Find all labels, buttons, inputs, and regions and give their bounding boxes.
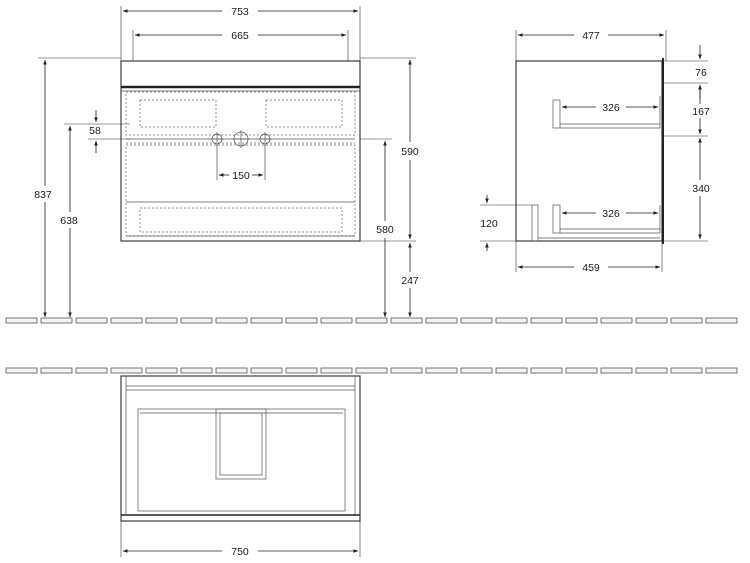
floor-plank [460,317,493,324]
floor-plank [635,317,668,324]
label-siphon-height: 120 [480,218,498,230]
label-inner-depth: 459 [582,262,600,274]
label-top-offset: 76 [695,67,707,79]
front-tap-right-symbol [258,132,272,146]
floor-plank [145,317,178,324]
label-total-height: 837 [34,189,52,201]
floor-plank [355,367,388,374]
floor-plank [670,317,703,324]
label-side-depth: 477 [582,30,600,42]
floor-plank [390,317,423,324]
floor-plank [670,367,703,374]
floor-plank [5,317,38,324]
floor-plank [530,317,563,324]
dim-upper-drawer-depth: 326 [561,102,659,114]
dim-height-to-drawer: 638 [60,123,88,318]
dim-overall-width: 753 [120,6,361,61]
label-upper-drawer-height: 167 [692,106,710,118]
top-siphon-cutout [215,408,267,480]
front-upper-drawer-handle-left [139,99,217,128]
label-top-width: 750 [231,546,249,558]
floor-plank [320,367,353,374]
label-upper-drawer-depth: 326 [602,102,620,114]
dim-lower-drawer-height: 340 [663,137,710,242]
side-view: 477 76 167 340 326 [480,30,710,274]
dim-siphon-height: 120 [480,195,532,251]
dim-top-width: 750 [120,521,361,558]
floor-plank [600,317,633,324]
floor-plank [75,367,108,374]
floor-plank [40,317,73,324]
front-cabinet-outline [120,60,361,242]
floor-plank [600,367,633,374]
floor-plank [320,317,353,324]
front-lower-drawer-handle [139,207,343,233]
label-overall-width: 753 [231,6,249,18]
dim-upper-drawer-height: 167 [663,84,710,137]
dim-waste-height: 580 [360,138,394,318]
label-inner-width: 665 [231,30,249,42]
floor-line-bottom [5,367,738,374]
floor-plank [180,317,213,324]
dim-tap-spacing: 150 [216,145,266,182]
top-view: 750 [120,375,361,558]
front-upper-drawer [125,91,356,136]
floor-plank [5,367,38,374]
floor-plank [705,317,738,324]
top-cabinet-outline [120,375,361,522]
floor-plank [705,367,738,374]
floor-plank [110,367,143,374]
dim-cabinet-height: 590 [360,57,419,242]
front-view: 753 665 58 150 [34,6,419,318]
floor-line-top [5,317,738,324]
floor-plank [145,367,178,374]
floor-plank [180,367,213,374]
front-lower-drawer [125,144,356,237]
floor-plank [495,317,528,324]
side-upper-drawer [552,96,661,129]
floor-plank [285,317,318,324]
dim-floor-clearance: 247 [401,242,419,318]
label-lower-drawer-depth: 326 [602,208,620,220]
front-waste-symbol [232,130,250,148]
label-cabinet-height: 590 [401,146,419,158]
floor-plank [635,367,668,374]
top-drawer-interior [137,408,346,512]
dim-side-depth: 477 [515,30,667,61]
dim-total-height: 837 [34,57,121,318]
dim-top-offset: 76 [663,45,708,99]
dim-inner-depth: 459 [515,241,663,274]
floor-plank [495,367,528,374]
floor-plank [110,317,143,324]
floor-plank [250,317,283,324]
front-tap-left-symbol [210,132,224,146]
floor-plank [460,367,493,374]
floor-plank [40,367,73,374]
dim-inner-width: 665 [132,30,349,61]
label-tap-spacing: 150 [232,170,250,182]
floor-plank [75,317,108,324]
label-height-to-drawer: 638 [60,215,78,227]
floor-plank [355,317,388,324]
floor-plank [215,367,248,374]
floor-plank [565,367,598,374]
front-upper-drawer-handle-right [265,99,343,128]
floor-plank [425,317,458,324]
dim-lower-drawer-depth: 326 [561,208,659,220]
floor-plank [250,367,283,374]
floor-plank [285,367,318,374]
label-floor-clearance: 247 [401,275,419,287]
label-lower-drawer-height: 340 [692,183,710,195]
floor-plank [390,367,423,374]
dim-drawer-gap: 58 [88,110,130,153]
floor-plank [530,367,563,374]
floor-plank [215,317,248,324]
label-waste-height: 580 [376,224,394,236]
side-lower-drawer [531,204,661,242]
floor-plank [565,317,598,324]
label-drawer-gap: 58 [89,125,101,137]
floor-plank [425,367,458,374]
